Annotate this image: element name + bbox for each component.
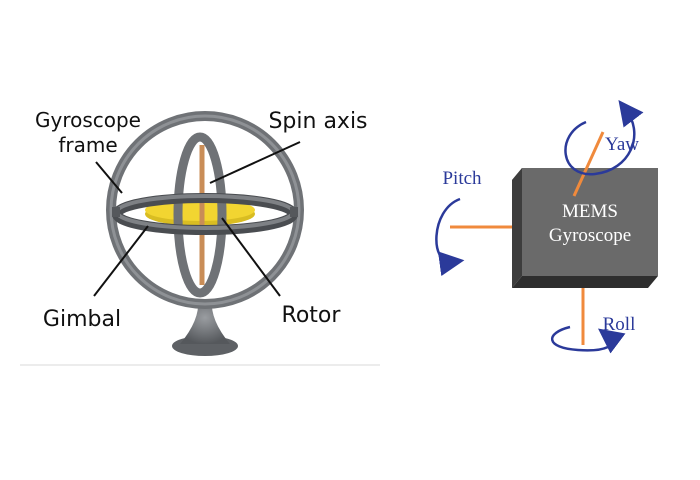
rotor-label: Rotor xyxy=(282,303,342,328)
spin-axis-leader-line xyxy=(209,141,301,184)
mems-box-face xyxy=(522,168,658,276)
mems-box-label-line2: Gyroscope xyxy=(549,225,631,246)
yaw-label: Yaw xyxy=(605,134,639,155)
frame-pivot-right xyxy=(290,207,298,217)
spin-axis-label: Spin axis xyxy=(268,109,367,134)
gyroscope-illustration: Gyroscope frame Spin axis Gimbal Rotor xyxy=(20,108,380,366)
gyroscope-frame-label-line1: Gyroscope xyxy=(35,108,141,132)
yaw-axis-line xyxy=(572,131,605,197)
mems-box-bottom xyxy=(512,276,658,288)
gimbal-label: Gimbal xyxy=(43,307,121,332)
mems-illustration: MEMS Gyroscope Pitch Yaw Roll xyxy=(435,100,658,354)
mems-box-label-line1: MEMS xyxy=(562,201,618,222)
gyroscope-frame-highlight xyxy=(109,114,301,306)
frame-pivot-left xyxy=(112,207,120,217)
stand-column xyxy=(180,300,230,344)
frame-leader-line xyxy=(95,161,123,194)
roll-label: Roll xyxy=(603,314,636,335)
gyroscope-stand xyxy=(172,300,238,356)
roll-rotation-arrow-icon xyxy=(550,325,626,354)
pitch-label: Pitch xyxy=(442,168,482,189)
gimbal-leader-line xyxy=(93,225,149,297)
rotor-leader-line xyxy=(221,217,281,297)
vertical-gimbal-ring xyxy=(173,132,227,298)
pitch-rotation-arrow-icon xyxy=(435,197,465,277)
gyroscope-frame-label-line2: frame xyxy=(58,133,117,157)
yaw-rotation-arrow-icon xyxy=(564,100,644,176)
mems-box-side xyxy=(512,168,522,288)
